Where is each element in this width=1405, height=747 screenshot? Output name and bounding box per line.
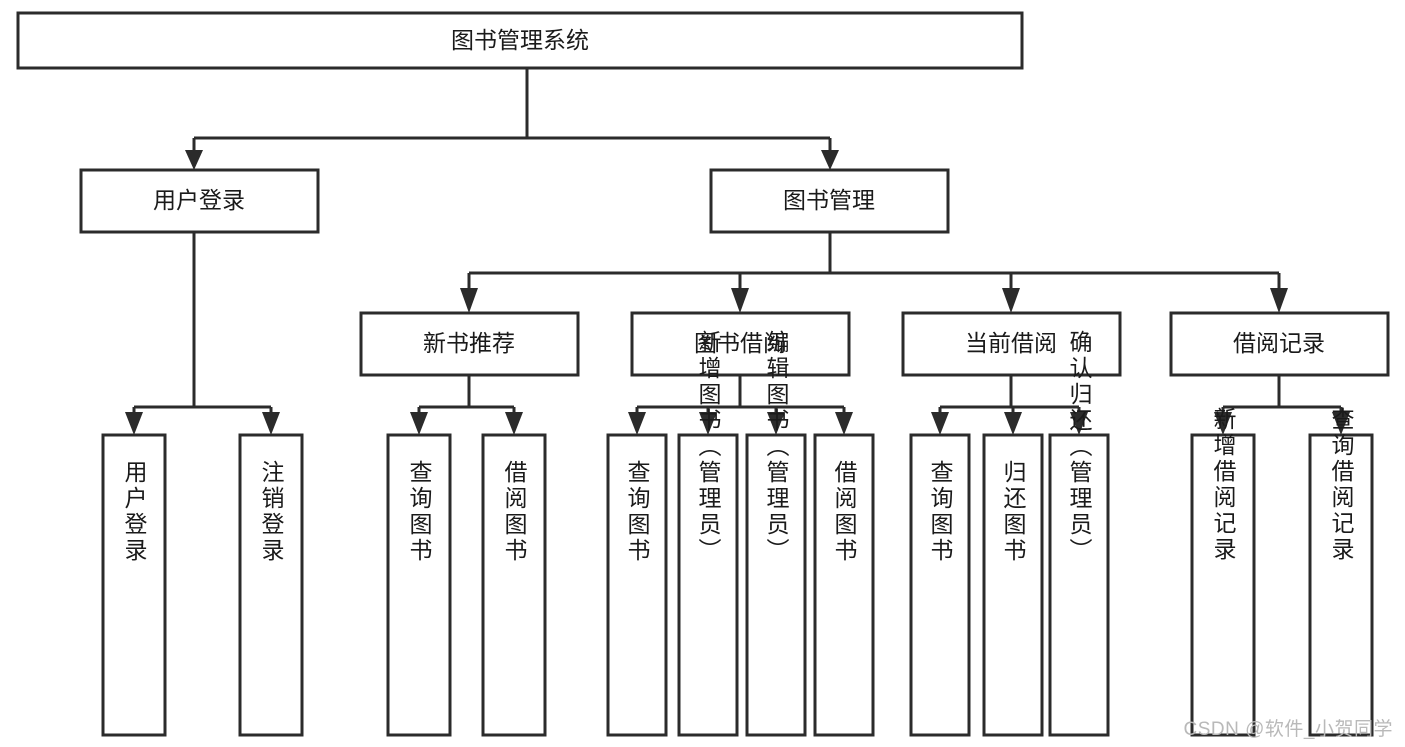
node-new-book-recommend-label: 新书推荐 [423, 330, 515, 356]
arrow-head-leaf-add-borrow-record [1214, 412, 1232, 435]
node-leaf-borrow-book-rec[interactable]: 借阅图书 [481, 433, 547, 737]
node-leaf-confirm-return-admin-box[interactable] [1048, 433, 1110, 737]
node-leaf-user-login[interactable]: 用户登录 [101, 433, 167, 737]
node-current-borrow-label: 当前借阅 [965, 330, 1057, 356]
arrow-head-leaf-borrow-book-rec [505, 412, 523, 435]
node-user-login-box[interactable] [79, 168, 320, 234]
node-leaf-user-logout-box[interactable] [238, 433, 304, 737]
node-leaf-query-book-cur-label: 查询图书 [927, 460, 954, 564]
node-leaf-return-book-box[interactable] [982, 433, 1044, 737]
node-leaf-user-logout-label: 注销登录 [258, 460, 285, 564]
node-root-box[interactable] [16, 11, 1024, 70]
node-leaf-edit-book-admin-label: 编辑图书（管理员） [763, 330, 790, 564]
node-leaf-add-book-admin-label: 新增图书（管理员） [695, 330, 722, 564]
node-borrow-record[interactable]: 借阅记录 [1169, 311, 1390, 377]
node-leaf-query-book-rec[interactable]: 查询图书 [386, 433, 452, 737]
node-leaf-user-logout[interactable]: 注销登录 [238, 433, 304, 737]
node-leaf-edit-book-admin-box[interactable] [745, 433, 807, 737]
node-leaf-user-login-box[interactable] [101, 433, 167, 737]
node-leaf-borrow-book-box[interactable] [813, 433, 875, 737]
node-book-borrow-label: 图书借阅 [694, 330, 786, 356]
arrow-head-book-borrow [731, 288, 749, 313]
node-book-manage-label: 图书管理 [783, 187, 875, 213]
arrow-head-leaf-add-book-admin [699, 412, 717, 435]
node-leaf-add-borrow-record-box[interactable] [1190, 433, 1256, 737]
node-new-book-recommend-box[interactable] [359, 311, 580, 377]
arrow-head-current-borrow [1002, 288, 1020, 313]
node-root[interactable]: 图书管理系统 [16, 11, 1024, 70]
node-leaf-query-borrow-record-box[interactable] [1308, 433, 1374, 737]
node-leaf-add-book-admin[interactable]: 新增图书（管理员） [677, 330, 739, 737]
node-leaf-return-book-label: 归还图书 [1000, 460, 1027, 564]
arrow-head-leaf-query-book-cur [931, 412, 949, 435]
node-leaf-borrow-book-label: 借阅图书 [831, 460, 858, 564]
arrow-head-leaf-user-logout [262, 412, 280, 435]
node-leaf-confirm-return-admin-label: 确认归还（管理员） [1066, 330, 1093, 564]
arrow-head-leaf-user-login [125, 412, 143, 435]
node-leaf-add-borrow-record-label: 新增借阅记录 [1210, 407, 1237, 563]
arrow-head-leaf-confirm-return-admin [1070, 412, 1088, 435]
node-leaf-add-borrow-record[interactable]: 新增借阅记录 [1190, 407, 1256, 737]
arrow-head-leaf-borrow-book [835, 412, 853, 435]
node-user-login-label: 用户登录 [153, 187, 245, 213]
node-leaf-query-book-borrow-box[interactable] [606, 433, 668, 737]
node-leaf-query-book-rec-box[interactable] [386, 433, 452, 737]
node-leaf-query-book-borrow[interactable]: 查询图书 [606, 433, 668, 737]
node-leaf-borrow-book-rec-box[interactable] [481, 433, 547, 737]
node-leaf-return-book[interactable]: 归还图书 [982, 433, 1044, 737]
arrow-head-leaf-query-book-borrow [628, 412, 646, 435]
node-borrow-record-label: 借阅记录 [1233, 330, 1325, 356]
node-leaf-user-login-label: 用户登录 [121, 460, 148, 564]
node-new-book-recommend[interactable]: 新书推荐 [359, 311, 580, 377]
arrow-head-user-login [185, 150, 203, 170]
arrow-head-leaf-edit-book-admin [767, 412, 785, 435]
node-leaf-add-book-admin-box[interactable] [677, 433, 739, 737]
node-leaf-borrow-book[interactable]: 借阅图书 [813, 433, 875, 737]
node-leaf-confirm-return-admin[interactable]: 确认归还（管理员） [1048, 330, 1110, 737]
node-leaf-query-book-borrow-label: 查询图书 [624, 460, 651, 564]
node-user-login[interactable]: 用户登录 [79, 168, 320, 234]
node-current-borrow[interactable]: 当前借阅 [901, 311, 1122, 377]
node-book-borrow-box[interactable] [630, 311, 851, 377]
node-borrow-record-box[interactable] [1169, 311, 1390, 377]
node-leaf-query-borrow-record-label: 查询借阅记录 [1328, 407, 1355, 563]
node-book-manage-box[interactable] [709, 168, 950, 234]
node-leaf-query-book-cur-box[interactable] [909, 433, 971, 737]
node-leaf-edit-book-admin[interactable]: 编辑图书（管理员） [745, 330, 807, 737]
arrow-head-borrow-record [1270, 288, 1288, 313]
arrow-head-leaf-query-book-rec [410, 412, 428, 435]
node-leaf-borrow-book-rec-label: 借阅图书 [501, 460, 528, 564]
node-current-borrow-box[interactable] [901, 311, 1122, 377]
arrow-head-new-book-recommend [460, 288, 478, 313]
node-book-borrow[interactable]: 图书借阅 [630, 311, 851, 377]
arrow-head-book-manage [821, 150, 839, 170]
arrow-head-leaf-query-borrow-record [1332, 412, 1350, 435]
node-leaf-query-book-rec-label: 查询图书 [406, 460, 433, 564]
node-book-manage[interactable]: 图书管理 [709, 168, 950, 234]
arrow-head-leaf-return-book [1004, 412, 1022, 435]
node-leaf-query-book-cur[interactable]: 查询图书 [909, 433, 971, 737]
node-leaf-query-borrow-record[interactable]: 查询借阅记录 [1308, 407, 1374, 737]
node-root-label: 图书管理系统 [451, 27, 589, 53]
connector-layer [125, 68, 1350, 435]
